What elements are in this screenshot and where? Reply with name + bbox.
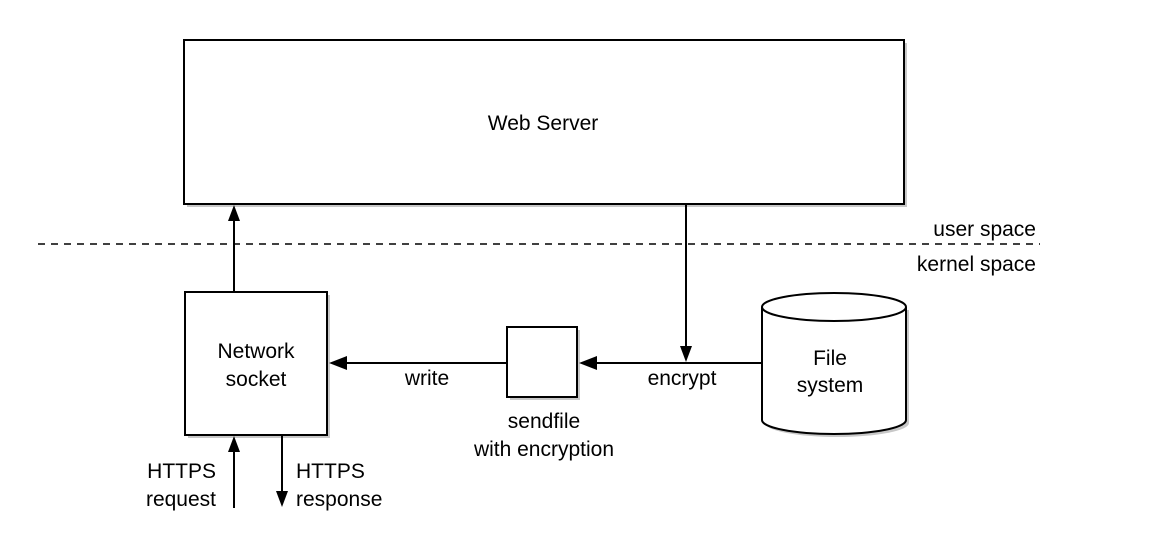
webserver-to-encrypt-arrow [680, 204, 692, 362]
filesystem-to-sendfile-arrow [579, 356, 762, 370]
sendfile-to-socket-arrow [329, 356, 507, 370]
https-response-label-line1: HTTPS [296, 460, 365, 483]
sendfile-label-line1: sendfile [508, 410, 580, 433]
user-space-label: user space [933, 218, 1036, 241]
file-system-node: File system [761, 292, 909, 437]
https-request-label-line1: HTTPS [147, 460, 216, 483]
kernel-space-label: kernel space [917, 253, 1036, 276]
https-request-label-line2: request [146, 488, 216, 511]
encrypt-label: encrypt [648, 367, 717, 390]
web-server-label: Web Server [488, 112, 599, 135]
network-socket-label-line1: Network [217, 340, 295, 363]
file-system-label-line2: system [797, 374, 864, 397]
https-response-arrow [276, 435, 288, 507]
file-system-label-line1: File [813, 347, 847, 370]
sendfile-node: sendfile with encryption [473, 326, 614, 461]
web-server-node: Web Server [183, 39, 907, 207]
socket-to-webserver-arrow [228, 205, 240, 292]
https-request-arrow [228, 436, 240, 508]
network-socket-label-line2: socket [226, 368, 287, 391]
network-socket-node: Network socket [184, 291, 330, 438]
sendfile-label-line2: with encryption [473, 438, 614, 461]
https-response-label-line2: response [296, 488, 382, 511]
write-label: write [404, 367, 449, 390]
